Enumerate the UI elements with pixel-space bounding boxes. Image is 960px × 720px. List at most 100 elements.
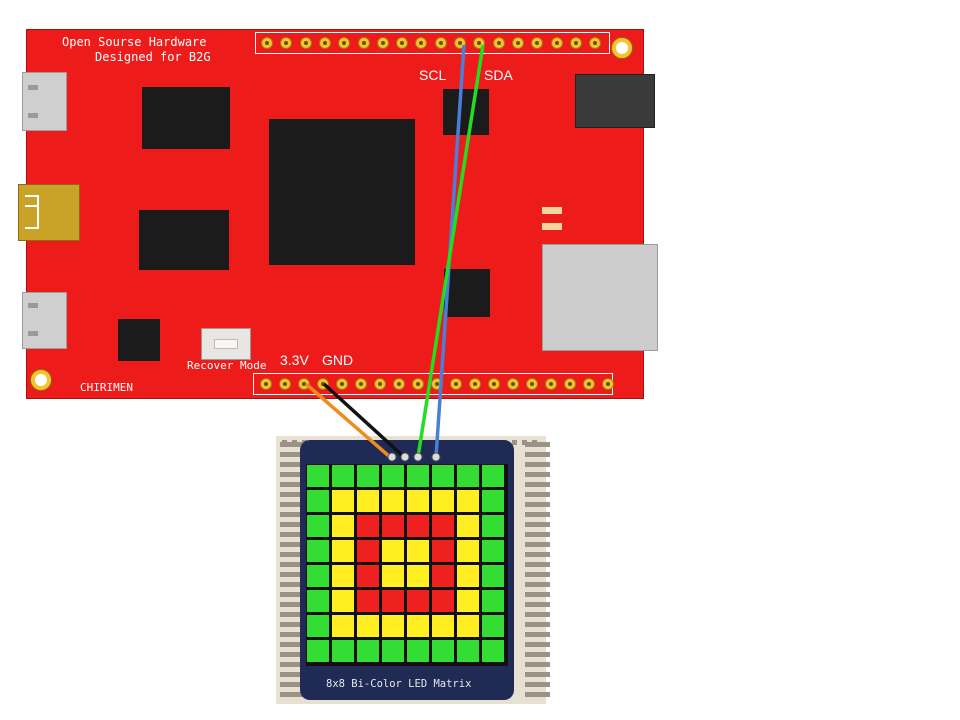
breadboard-hole [545,542,550,547]
breadboard-hole [545,582,550,587]
breadboard-hole [525,512,530,517]
breadboard-hole [285,502,290,507]
led-grid [306,464,508,666]
breadboard-hole [535,572,540,577]
led-cell [357,590,379,612]
breadboard-hole [540,452,545,457]
breadboard-hole [530,512,535,517]
led-cell [332,515,354,537]
breadboard-hole [285,532,290,537]
chip-ram [142,87,230,149]
breadboard-hole [280,552,285,557]
breadboard-hole [525,452,530,457]
silk-recover-label: Recover Mode [187,359,267,372]
header-pin [412,378,424,390]
breadboard-hole [280,502,285,507]
led-cell [482,590,504,612]
led-cell [332,540,354,562]
header-pin [393,378,405,390]
breadboard-hole [525,602,530,607]
breadboard-hole [535,682,540,687]
breadboard-hole [530,542,535,547]
breadboard-hole [530,612,535,617]
led-cell [407,540,429,562]
breadboard-hole [525,582,530,587]
led-cell [357,465,379,487]
chip-small-bottom [444,269,490,317]
breadboard-hole [290,502,295,507]
led-cell [482,490,504,512]
breadboard-hole [535,622,540,627]
breadboard-hole [545,612,550,617]
breadboard-hole [295,502,300,507]
breadboard-hole [280,652,285,657]
breadboard-hole [535,562,540,567]
breadboard-hole [290,592,295,597]
breadboard-hole [295,482,300,487]
breadboard-hole [280,542,285,547]
breadboard-hole [290,632,295,637]
breadboard-hole [280,582,285,587]
breadboard-hole [540,642,545,647]
breadboard-hole [530,582,535,587]
header-pin [511,37,524,49]
breadboard-hole [290,462,295,467]
header-pin [583,378,595,390]
led-cell [382,590,404,612]
breadboard-hole [280,562,285,567]
breadboard-hole [545,522,550,527]
breadboard-hole [540,652,545,657]
breadboard-hole [540,512,545,517]
breadboard-hole [525,652,530,657]
breadboard-hole [295,622,300,627]
breadboard-hole [280,662,285,667]
breadboard-hole [525,642,530,647]
breadboard-hole [285,602,290,607]
led-pad-2 [542,223,562,230]
breadboard-hole [525,632,530,637]
breadboard-hole [295,472,300,477]
led-cell [482,615,504,637]
breadboard-hole [525,612,530,617]
breadboard-hole [545,452,550,457]
usb-port-top [22,72,67,131]
breadboard-hole [295,552,300,557]
led-cell [357,640,379,662]
led-cell [482,565,504,587]
led-cell [407,490,429,512]
led-cell [407,590,429,612]
led-cell [482,515,504,537]
breadboard-hole [525,462,530,467]
breadboard-hole [522,440,527,445]
led-cell [457,465,479,487]
breadboard-hole [285,592,290,597]
breadboard-hole [295,682,300,687]
led-cell [357,540,379,562]
breadboard-hole [530,532,535,537]
led-cell [307,540,329,562]
breadboard-hole [530,482,535,487]
header-pin [280,37,293,49]
breadboard-hole [530,572,535,577]
header-pin [260,378,272,390]
header-pin [507,378,519,390]
breadboard-hole [280,622,285,627]
breadboard-hole [285,522,290,527]
header-pin [261,37,273,49]
breadboard-hole [535,542,540,547]
breadboard-hole [540,572,545,577]
breadboard-hole [535,592,540,597]
breadboard-hole [280,512,285,517]
silk-text-line2: Designed for B2G [95,50,211,64]
breadboard-hole [525,542,530,547]
audio-jack [575,74,655,128]
breadboard-hole [545,632,550,637]
breadboard-hole [540,482,545,487]
breadboard-hole [295,542,300,547]
breadboard-hole [540,692,545,697]
led-cell [382,565,404,587]
breadboard-hole [285,662,290,667]
header-pin [589,37,602,49]
breadboard-hole [285,692,290,697]
breadboard-hole [540,462,545,467]
